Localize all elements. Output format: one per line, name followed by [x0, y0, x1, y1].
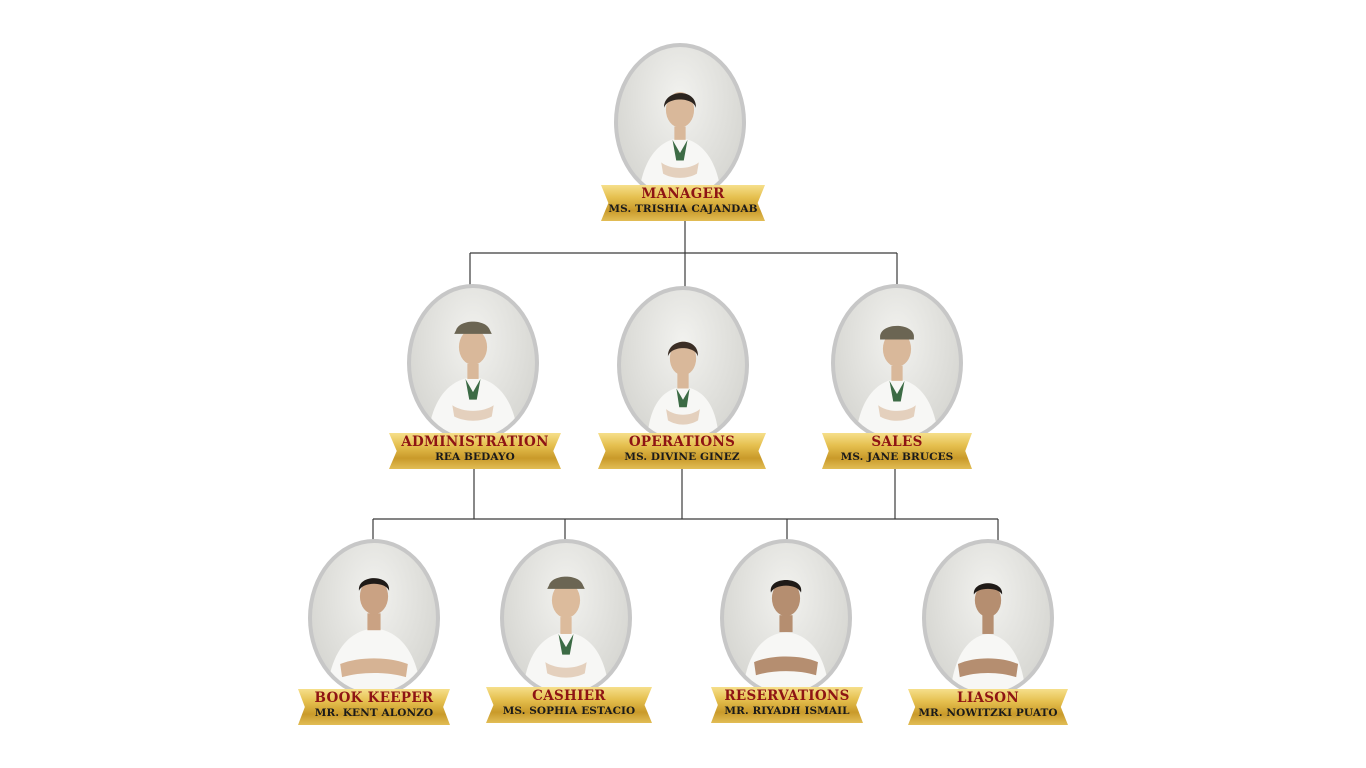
operations-photo [617, 286, 749, 444]
person-portrait-icon [427, 321, 519, 438]
administration-photo [407, 284, 539, 442]
cashier-role: CASHIER [532, 688, 606, 704]
node-book-keeper: BOOK KEEPER MR. KENT ALONZO [298, 539, 450, 725]
sales-name: MS. JANE BRUCES [840, 451, 954, 463]
manager-name: MS. TRISHIA CAJANDAB [608, 203, 758, 215]
book-keeper-role: BOOK KEEPER [314, 690, 434, 706]
reservations-banner: RESERVATIONS MR. RIYADH ISMAIL [711, 687, 863, 723]
node-cashier: CASHIER MS. SOPHIA ESTACIO [486, 539, 652, 725]
operations-name: MS. DIVINE GINEZ [624, 451, 740, 463]
administration-name: REA BEDAYO [435, 451, 515, 463]
cashier-name: MS. SOPHIA ESTACIO [502, 705, 636, 717]
sales-photo [831, 284, 963, 442]
sales-role: SALES [871, 434, 923, 450]
liason-photo [922, 539, 1054, 697]
person-portrait-icon [522, 576, 610, 693]
sales-banner: SALES MS. JANE BRUCES [822, 433, 972, 469]
person-portrait-icon [950, 583, 1026, 693]
liason-role: LIASON [957, 690, 1019, 706]
book-keeper-banner: BOOK KEEPER MR. KENT ALONZO [298, 689, 450, 725]
manager-role: MANAGER [641, 186, 725, 202]
cashier-photo [500, 539, 632, 697]
person-portrait-icon [855, 325, 939, 438]
node-operations: OPERATIONS MS. DIVINE GINEZ [598, 286, 766, 470]
manager-banner: MANAGER MS. TRISHIA CAJANDAB [601, 185, 765, 221]
book-keeper-photo [308, 539, 440, 697]
administration-role: ADMINISTRATION [401, 434, 549, 450]
administration-banner: ADMINISTRATION REA BEDAYO [389, 433, 561, 469]
manager-photo [614, 43, 746, 201]
reservations-name: MR. RIYADH ISMAIL [724, 705, 850, 717]
person-portrait-icon [638, 91, 722, 197]
node-reservations: RESERVATIONS MR. RIYADH ISMAIL [711, 539, 863, 725]
node-administration: ADMINISTRATION REA BEDAYO [389, 284, 561, 470]
node-manager: MANAGER MS. TRISHIA CAJANDAB [601, 43, 765, 221]
reservations-role: RESERVATIONS [724, 688, 850, 704]
person-portrait-icon [742, 579, 830, 693]
node-liason: LIASON MR. NOWITZKI PUATO [908, 539, 1068, 725]
operations-role: OPERATIONS [628, 434, 736, 450]
reservations-photo [720, 539, 852, 697]
person-portrait-icon [647, 341, 719, 440]
liason-banner: LIASON MR. NOWITZKI PUATO [908, 689, 1068, 725]
operations-banner: OPERATIONS MS. DIVINE GINEZ [598, 433, 766, 469]
node-sales: SALES MS. JANE BRUCES [822, 284, 972, 470]
book-keeper-name: MR. KENT ALONZO [314, 707, 434, 719]
liason-name: MR. NOWITZKI PUATO [918, 707, 1058, 719]
cashier-banner: CASHIER MS. SOPHIA ESTACIO [486, 687, 652, 723]
person-portrait-icon [327, 578, 421, 693]
